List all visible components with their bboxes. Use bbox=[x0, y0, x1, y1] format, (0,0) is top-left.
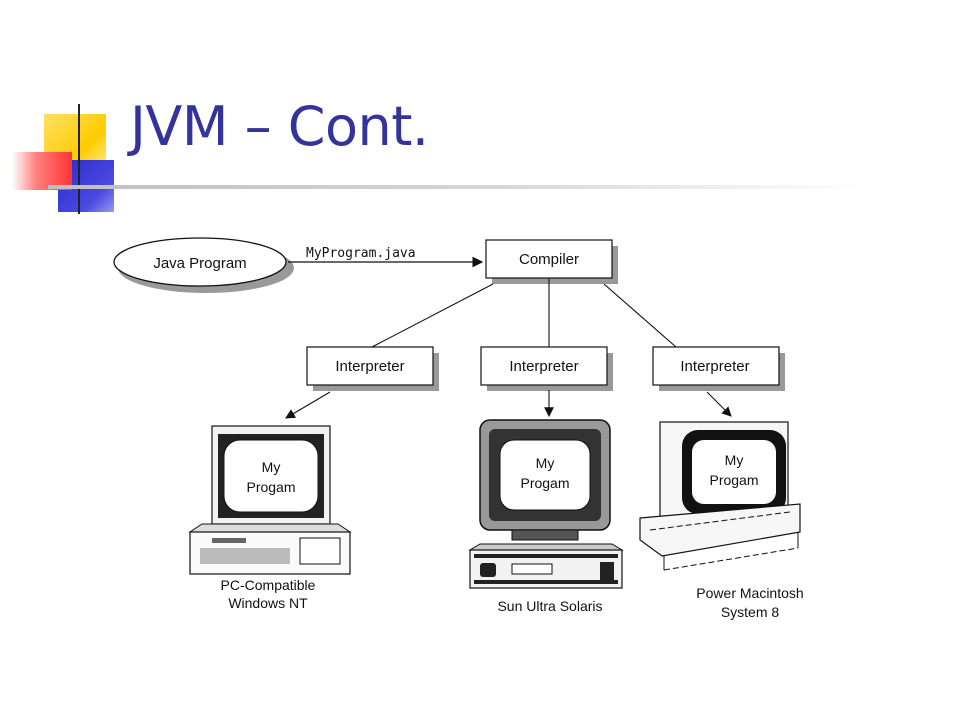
compiler-node: Compiler bbox=[485, 239, 618, 284]
interp1-to-pc-arrow bbox=[285, 391, 331, 419]
deco-vertical-line bbox=[78, 104, 80, 214]
pc-screen-line1: My bbox=[262, 459, 281, 475]
mac-computer-icon: My Progam bbox=[639, 421, 801, 571]
pc-caption-line1: PC-Compatible bbox=[221, 577, 316, 593]
interpreter-label-1: Interpreter bbox=[335, 358, 404, 375]
interpreter-label-3: Interpreter bbox=[680, 358, 749, 375]
title-underline bbox=[48, 185, 868, 189]
compiler-label: Compiler bbox=[519, 251, 579, 268]
mac-screen-line1: My bbox=[725, 452, 744, 468]
interp3-to-mac-arrow bbox=[706, 391, 732, 417]
edge-label: MyProgram.java bbox=[306, 246, 416, 261]
compiler-to-interpreter-1 bbox=[371, 283, 494, 348]
interpreter-label-2: Interpreter bbox=[509, 358, 578, 375]
mac-screen-line2: Progam bbox=[709, 472, 758, 488]
mac-caption-line1: Power Macintosh bbox=[696, 585, 803, 601]
pc-caption-line2: Windows NT bbox=[228, 595, 308, 611]
java-program-label: Java Program bbox=[153, 255, 246, 272]
interpreter-node-3: Interpreter bbox=[652, 346, 785, 391]
interpreter-node-1: Interpreter bbox=[306, 346, 439, 391]
pc-computer-icon: My Progam bbox=[188, 425, 352, 575]
sun-screen-line2: Progam bbox=[520, 475, 569, 491]
sun-computer-icon: My Progam bbox=[468, 419, 624, 589]
pc-screen-line2: Progam bbox=[246, 479, 295, 495]
deco-red-square bbox=[12, 152, 72, 190]
java-program-node: Java Program bbox=[113, 237, 294, 293]
interpreter-node-2: Interpreter bbox=[480, 346, 613, 391]
slide-title: JVM – Cont. bbox=[130, 95, 429, 158]
sun-screen-line1: My bbox=[536, 455, 555, 471]
compiler-to-interpreter-3 bbox=[603, 283, 677, 348]
mac-caption-line2: System 8 bbox=[721, 604, 780, 620]
sun-caption-line1: Sun Ultra Solaris bbox=[497, 598, 602, 614]
